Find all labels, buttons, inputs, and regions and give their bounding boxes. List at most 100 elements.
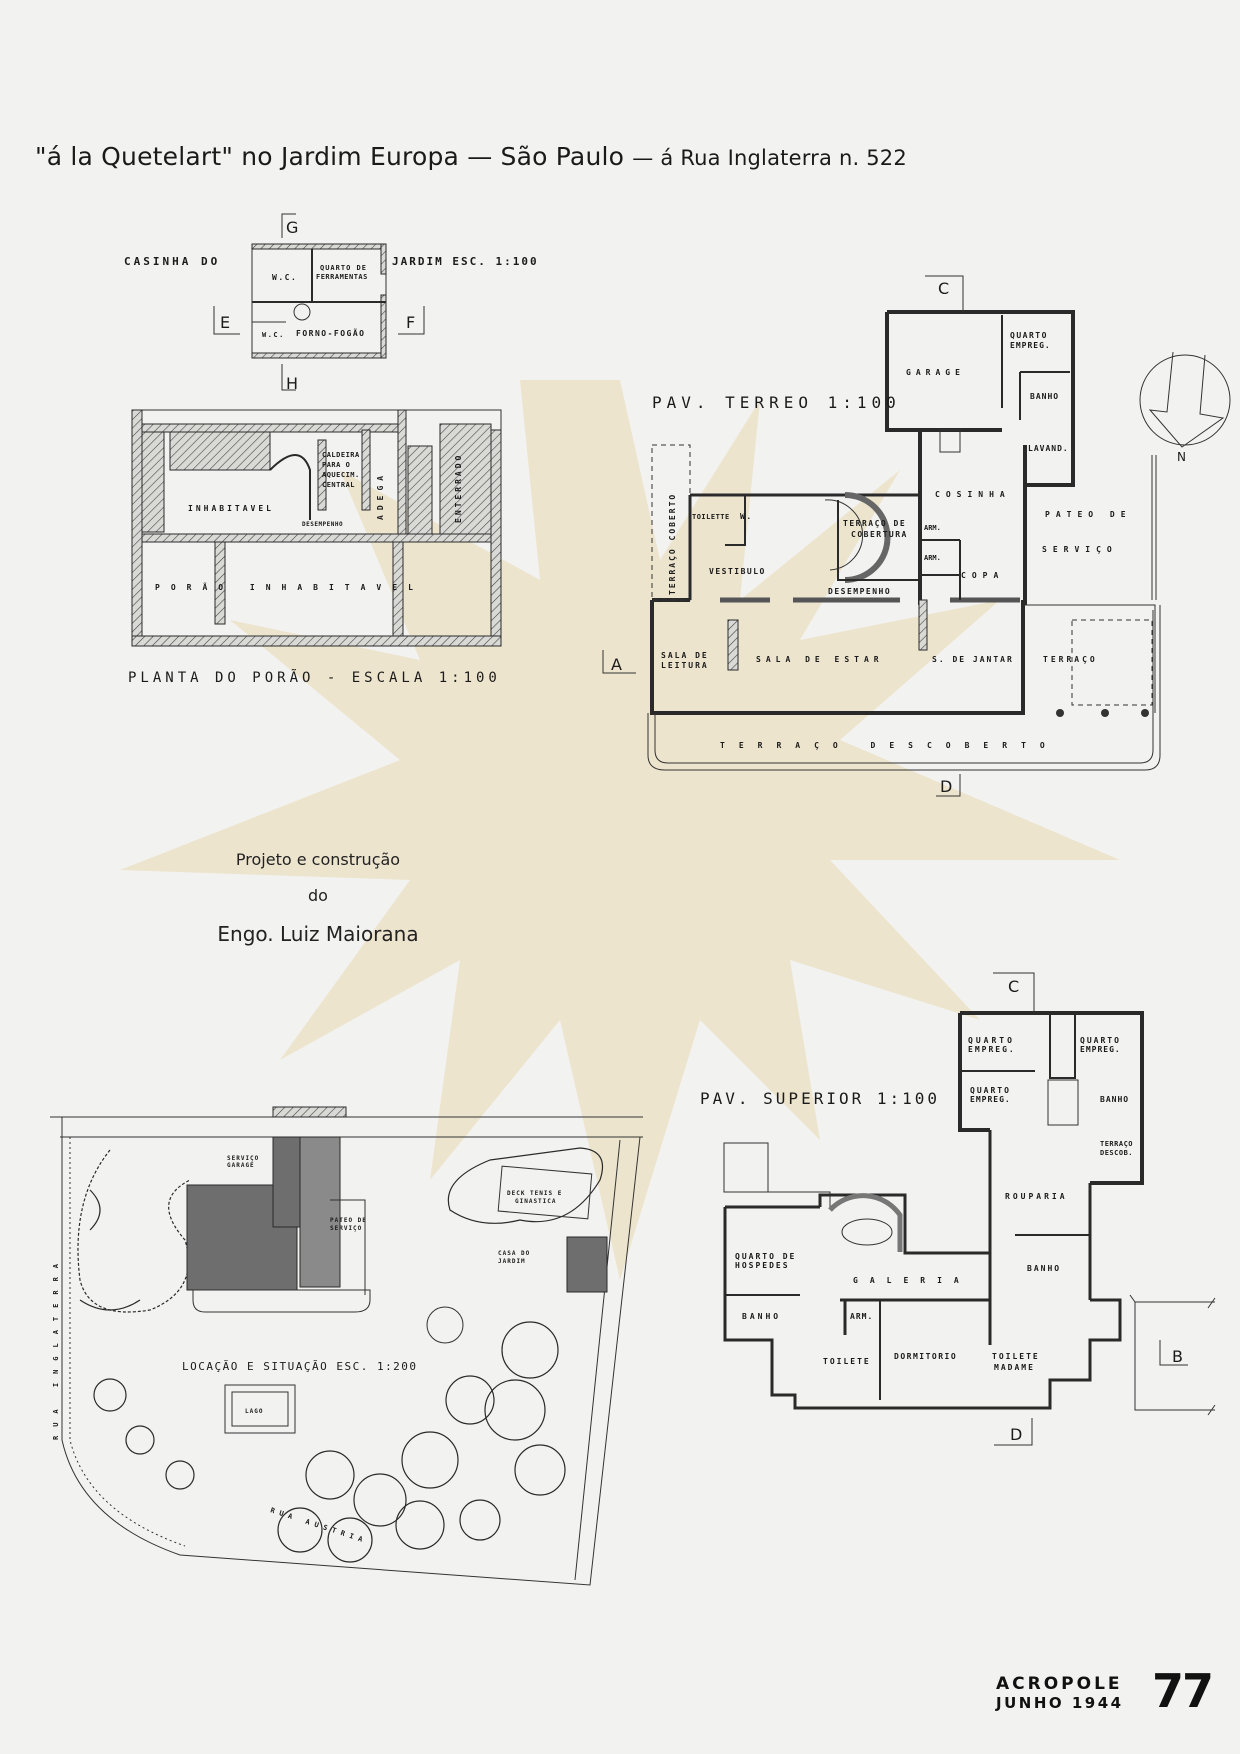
room-quarto: QUARTO [1010,331,1048,340]
section-mark-d: D [940,777,952,796]
room-quarto-empreg-1b: EMPREG. [968,1045,1016,1054]
room-quarto-empreg-1: QUARTO [968,1036,1015,1045]
room-terraco-descoberto: TERRAÇO DESCOBERTO [720,741,1059,750]
site-label-lago: LAGO [245,1408,263,1415]
room-caldeira-1: CALDEIRA [322,451,360,459]
room-enterrado: ENTERRADO [454,453,463,523]
room-arm-1: ARM. [924,524,941,532]
room-arm-2: ARM. [924,554,941,562]
room-quarto-hospedes-1: QUARTO DE [735,1252,796,1261]
room-quarto-empreg-3b: EMPREG. [970,1095,1011,1104]
room-toilete-madame-2: MADAME [994,1363,1035,1372]
credit-architect: Engo. Luiz Maiorana [217,922,419,946]
room-toilette: TOILETTE [692,513,730,521]
room-sala-estar: SALA DE ESTAR [756,655,884,664]
section-mark-a: A [611,655,622,674]
room-vestibulo: VESTIBULO [709,567,766,576]
terreo-caption: PAV. TERREO 1:100 [652,393,901,412]
room-pateo: PATEO DE [1045,510,1132,519]
watermark-star [120,380,1120,1280]
room-banho: BANHO [1030,392,1059,401]
site-label-jardim: JARDIM [498,1258,526,1265]
section-mark-e: E [220,313,230,332]
room-banho-2: BANHO [742,1312,781,1321]
room-quarto: QUARTO DE [320,264,367,272]
room-caldeira-4: CENTRAL [322,481,355,489]
room-sala-leitura-2: LEITURA [661,661,709,670]
room-adega: ADEGA [376,471,385,520]
room-banho-servico: BANHO [1100,1095,1129,1104]
site-label-servico: SERVIÇO [227,1155,259,1162]
room-caldeira-2: PARA O [322,461,350,469]
room-garage: GARAGE [906,368,965,377]
room-caldeira-3: AQUECIM. [322,471,360,479]
north-label: N [1177,450,1186,464]
site-label-ginastica: GINASTICA [515,1198,557,1205]
room-dormitorio: DORMITORIO [894,1352,957,1361]
room-forno: FORNO-FOGÃO [296,328,365,338]
room-quarto-empreg-3: QUARTO [970,1086,1011,1095]
room-toilete-madame-1: TOILETE [992,1352,1040,1361]
room-servico: SERVIÇO [1042,545,1118,554]
footer-magazine: ACROPOLE [996,1674,1123,1694]
casinha-plan: W.C. QUARTO DE FERRAMENTAS W.C. FORNO-FO… [124,213,539,393]
site-label-casa: CASA DO [498,1250,530,1257]
site-label-rua-inglaterra: RUA INGLATERRA [52,1255,60,1440]
room-quarto-empreg-2b: EMPREG. [1080,1045,1121,1054]
site-caption: LOCAÇÃO E SITUAÇÃO ESC. 1:200 [182,1360,418,1373]
site-label-deck: DECK TENIS E [507,1190,562,1197]
room-lavand: LAVAND. [1028,444,1069,453]
porao-caption: PLANTA DO PORÃO - ESCALA 1:100 [128,669,501,686]
credit-line-1: Projeto e construção [235,850,401,869]
terreo-plan: GARAGE QUARTO EMPREG. BANHO LAVAND. COSI… [602,275,1231,797]
room-terraco-cobertura-2: COBERTURA [851,530,908,539]
room-banho-1: BANHO [1027,1264,1061,1273]
room-wc: W.C. [272,273,297,282]
section-mark-c: C [1008,977,1019,996]
room-quarto-hospedes-2: HOSPEDES [735,1261,790,1270]
site-label-pateo: PATEO DE [330,1217,367,1224]
room-empreg: EMPREG. [1010,341,1051,350]
page-title: "á la Quetelart" no Jardim Europa — São … [35,142,907,171]
room-rouparia: ROUPARIA [1005,1192,1068,1201]
title-address: — á Rua Inglaterra n. 522 [632,146,907,170]
room-desempenho: DESEMPENHO [302,521,343,528]
room-porao-inhabitavel: PORÃO INHABITAVEL [155,582,424,592]
footer-date: JUNHO 1944 [996,1694,1124,1712]
title-main: "á la Quetelart" no Jardim Europa — São … [35,142,625,171]
room-terraco-coberto: TERRAÇO COBERTO [668,493,677,595]
site-label-garage: GARAGE [227,1162,255,1169]
room-cosinha: COSINHA [935,490,1011,499]
room-inhabitavel: INHABITAVEL [188,504,274,513]
room-wc-2: W.C. [262,331,285,339]
section-mark-g: G [286,218,298,237]
room-sala-leitura-1: SALA DE [661,651,709,660]
room-wc: W. [740,512,753,521]
section-mark-b: B [1172,1347,1183,1366]
room-galeria: GALERIA [853,1276,971,1285]
site-label-pateo-servico: SERVIÇO [330,1225,362,1232]
room-desempenho: DESEMPENHO [828,587,891,596]
section-mark-c: C [938,279,949,298]
room-sala-jantar: S. DE JANTAR [932,655,1014,664]
site-plan: SERVIÇO GARAGE PATEO DE SERVIÇO DECK TEN… [50,1106,643,1586]
porao-plan: INHABITAVEL CALDEIRA PARA O AQUECIM. CEN… [128,409,502,686]
room-terraco-descob-2: DESCOB. [1100,1149,1133,1157]
section-mark-d: D [1010,1425,1022,1444]
section-mark-h: H [286,374,298,393]
north-arrow-icon: N [1139,351,1231,464]
credit-line-2: do [308,886,328,905]
room-terraco-descob-1: TERRAÇO [1100,1140,1133,1148]
casinha-label-right: JARDIM ESC. 1:100 [392,255,539,268]
room-toilete: TOILETE [823,1357,871,1366]
room-quarto-empreg-2: QUARTO [1080,1036,1121,1045]
section-mark-f: F [406,313,415,332]
page-number: 77 [1152,1664,1214,1718]
room-arm: ARM. [850,1312,873,1321]
site-label-rua-austria: RUA AUSTRIA [269,1506,368,1545]
superior-caption: PAV. SUPERIOR 1:100 [700,1089,940,1108]
superior-plan: B C D QUARTO EMPREG. QUARTO EMPREG. QUAR… [700,972,1216,1446]
room-ferramentas: FERRAMENTAS [316,273,368,281]
